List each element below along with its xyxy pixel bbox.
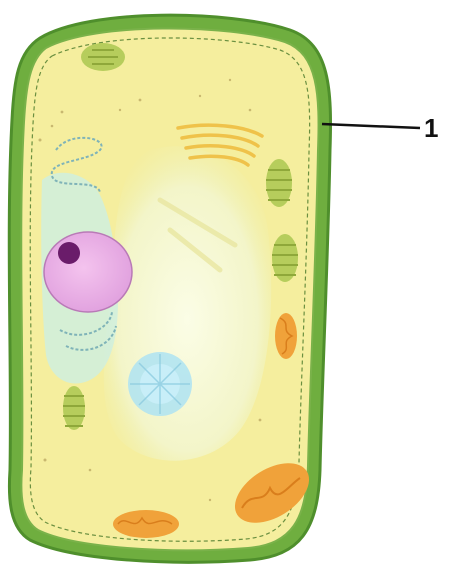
chloroplast-right-2 [272,234,298,282]
chloroplast-left [63,386,85,430]
mitochondrion-right [275,313,297,359]
centrosome [128,352,192,416]
label-1: 1 [424,113,438,143]
label-1-leader-line [322,124,420,128]
chloroplast-right-1 [266,159,292,207]
nucleus [44,232,132,312]
mitochondrion-bottom [113,510,179,538]
chloroplast-top [81,43,125,71]
vacuole [104,146,271,460]
nucleolus [58,242,80,264]
